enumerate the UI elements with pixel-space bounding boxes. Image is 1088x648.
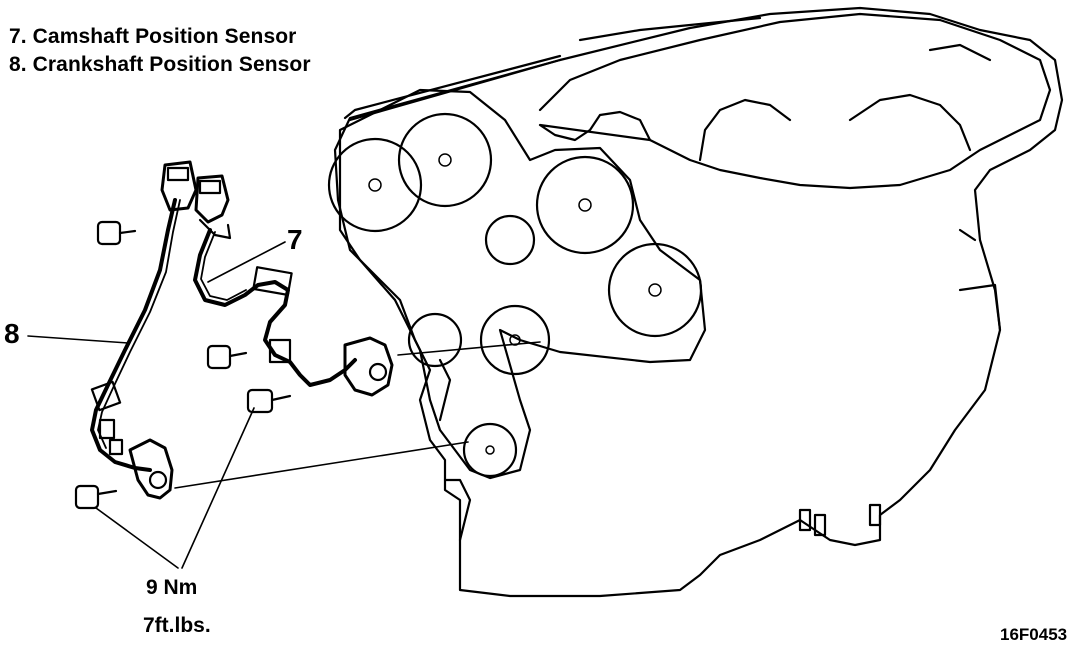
leader-crank-sensor-to-engine (174, 441, 469, 489)
camshaft-sensor-body (343, 336, 394, 397)
bolt-crankshaft-sensor (74, 484, 118, 510)
legend-item-camshaft: 7. Camshaft Position Sensor (9, 25, 297, 48)
figure-id: 16F0453 (1000, 625, 1068, 644)
leader-7 (207, 241, 286, 283)
crankshaft-sensor-harness (90, 198, 177, 472)
idler-pulley (484, 214, 536, 266)
cam-pulley-2 (397, 112, 493, 208)
leader-torque-a (95, 507, 179, 569)
engine-block-outline (333, 6, 1064, 598)
camshaft-sensor-harness (193, 228, 357, 387)
water-pump-pulley (407, 312, 463, 368)
callout-camshaft-number: 7 (287, 224, 303, 255)
leader-8 (27, 335, 129, 344)
timing-belt (338, 88, 707, 480)
torque-metric: 9 Nm (146, 576, 198, 599)
bolt-top-left (96, 220, 137, 246)
cam-pulley-4 (607, 242, 703, 338)
cam-pulley-3 (535, 155, 635, 255)
crankshaft-sensor-body (128, 438, 174, 500)
leader-torque-b (181, 407, 255, 569)
callout-crankshaft-number: 8 (4, 318, 20, 349)
crankshaft-pulley (462, 422, 518, 478)
bolt-camshaft-sensor (246, 388, 292, 414)
intake-manifold (538, 12, 1052, 190)
bolt-middle (206, 344, 248, 370)
leader-cam-sensor-to-engine (397, 341, 541, 356)
harness-connector-2 (194, 174, 230, 224)
torque-imperial: 7ft.lbs. (143, 614, 211, 637)
harness-connector-1 (160, 160, 198, 212)
tensioner-pulley (479, 304, 551, 376)
cam-pulley-1 (327, 137, 423, 233)
legend-item-crankshaft: 8. Crankshaft Position Sensor (9, 53, 311, 76)
